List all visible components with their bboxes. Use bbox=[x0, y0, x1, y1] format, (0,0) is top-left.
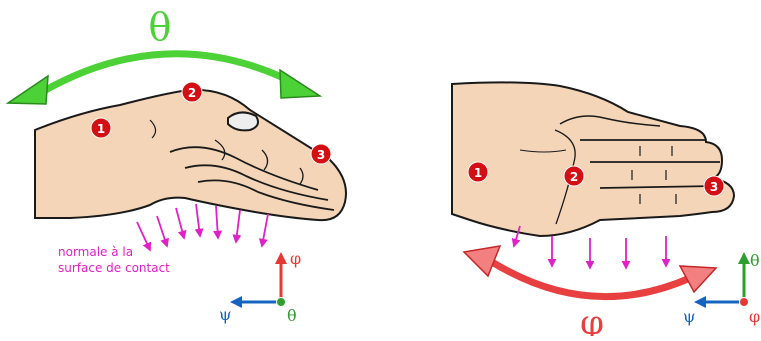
left-axis-up-label: φ bbox=[290, 249, 301, 268]
theta-rotation-label: θ bbox=[149, 5, 172, 49]
normal-annotation-line1: normale à la bbox=[58, 245, 133, 259]
palm-outline bbox=[452, 82, 734, 236]
hand-outline bbox=[35, 90, 346, 220]
normal-annotation-line2: surface de contact bbox=[58, 261, 170, 275]
left-marker-3: 3 bbox=[311, 144, 331, 164]
right-hand-palm-view bbox=[452, 82, 734, 236]
left-marker-1: 1 bbox=[91, 118, 111, 138]
svg-text:3: 3 bbox=[710, 180, 718, 194]
left-axis-out-label: θ bbox=[287, 306, 297, 325]
right-axis-up-label: θ bbox=[750, 251, 760, 270]
svg-text:1: 1 bbox=[97, 122, 105, 136]
right-axis-left-label: ψ bbox=[683, 307, 696, 326]
right-marker-2: 2 bbox=[564, 166, 584, 186]
svg-text:2: 2 bbox=[188, 86, 196, 100]
theta-arrowhead-left bbox=[8, 76, 48, 104]
svg-text:2: 2 bbox=[570, 170, 578, 184]
svg-text:3: 3 bbox=[317, 148, 325, 162]
thumbnail bbox=[228, 112, 258, 130]
phi-arrowhead-left bbox=[464, 246, 500, 276]
right-marker-3: 3 bbox=[704, 176, 724, 196]
left-axis-left-label: ψ bbox=[219, 305, 232, 324]
left-axes bbox=[230, 252, 287, 308]
phi-rotation-label: φ bbox=[580, 303, 604, 336]
left-panel: θ normale à la surface de co bbox=[8, 5, 346, 325]
svg-text:1: 1 bbox=[474, 166, 482, 180]
right-panel: φ 1 2 3 θ ψ φ bbox=[452, 82, 760, 336]
right-marker-1: 1 bbox=[468, 162, 488, 182]
left-hand-side-view bbox=[35, 90, 346, 220]
theta-arrowhead-right bbox=[280, 70, 320, 98]
left-marker-2: 2 bbox=[182, 82, 202, 102]
right-axis-out-label: φ bbox=[749, 307, 760, 326]
